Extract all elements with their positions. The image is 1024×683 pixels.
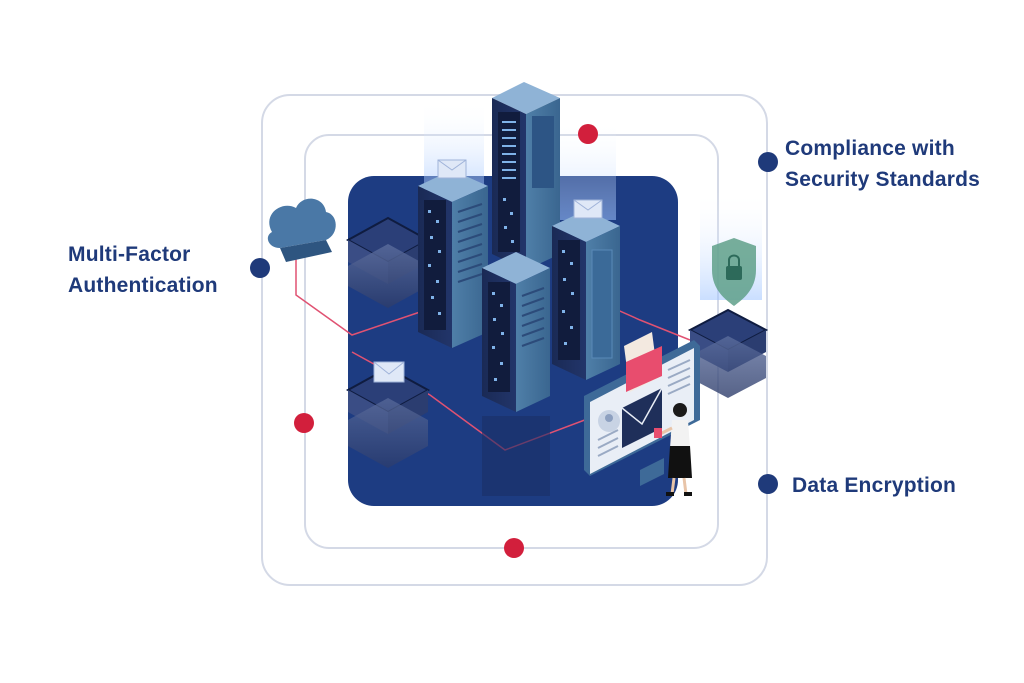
label-line: Multi-Factor bbox=[68, 243, 191, 266]
label-data-encryption: Data Encryption bbox=[792, 470, 956, 501]
server-tower-icon bbox=[418, 159, 488, 348]
accent-dot bbox=[294, 413, 314, 433]
shield-lock-icon bbox=[687, 238, 769, 398]
accent-dot bbox=[504, 538, 524, 558]
label-dot-mfa bbox=[250, 258, 270, 278]
server-tower-icon bbox=[492, 82, 560, 270]
stacked-pad-top bbox=[345, 216, 431, 308]
label-line: Security Standards bbox=[785, 168, 980, 191]
person-icon bbox=[654, 403, 692, 496]
tower-reflection bbox=[482, 416, 550, 496]
monitor-icon bbox=[584, 332, 700, 486]
label-dot-encryption bbox=[758, 474, 778, 494]
label-compliance: Compliance with Security Standards bbox=[785, 133, 980, 195]
accent-dot bbox=[578, 124, 598, 144]
label-line: Data Encryption bbox=[792, 474, 957, 497]
label-line: Authentication bbox=[68, 274, 218, 297]
server-tower-icon bbox=[552, 199, 620, 380]
envelope-icon bbox=[373, 361, 405, 383]
label-dot-compliance bbox=[758, 152, 778, 172]
cloud-icon bbox=[267, 198, 336, 262]
label-multi-factor-authentication: Multi-Factor Authentication bbox=[68, 239, 218, 301]
server-tower-icon bbox=[482, 252, 550, 412]
label-line: Compliance with bbox=[785, 137, 955, 160]
